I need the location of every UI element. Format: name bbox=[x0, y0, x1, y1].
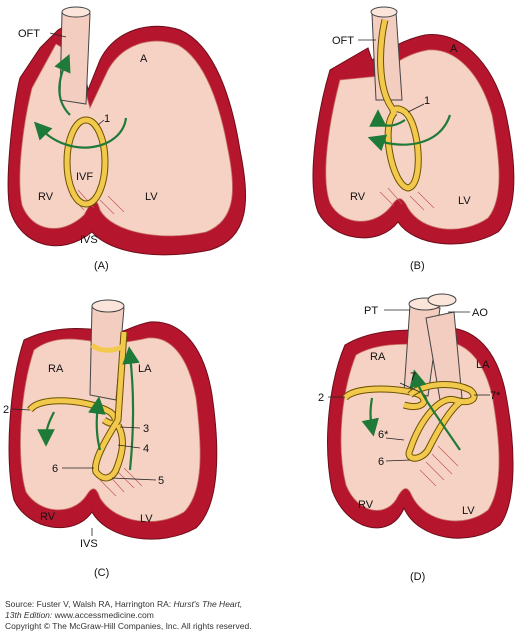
flow-arrow bbox=[37, 411, 55, 447]
source-url: www.accessmedicine.com bbox=[52, 610, 154, 620]
label-ao: AO bbox=[472, 307, 488, 319]
source-line-1: Source: Fuster V, Walsh RA, Harrington R… bbox=[5, 599, 515, 610]
label-1: 1 bbox=[424, 95, 430, 107]
label-a: A bbox=[140, 53, 148, 65]
source-line-2: 13th Edition: www.accessmedicine.com bbox=[5, 610, 515, 621]
label-lv: LV bbox=[140, 513, 153, 525]
label-ivf: IVF bbox=[76, 171, 93, 183]
flow-arrow bbox=[409, 369, 461, 451]
flow-arrow bbox=[122, 346, 140, 471]
interventricular-septum bbox=[379, 187, 435, 211]
label-ivs: IVS bbox=[80, 538, 98, 550]
panel-d: PT AO RA LA 2 7 7* 6* 6 RV LV (D) bbox=[318, 293, 514, 583]
label-7-star: 7* bbox=[490, 390, 501, 402]
label-a: A bbox=[450, 43, 458, 55]
source-edition: 13th Edition: bbox=[5, 610, 53, 620]
label-6: 6 bbox=[378, 456, 384, 468]
label-ra: RA bbox=[48, 363, 64, 375]
interventricular-septum bbox=[419, 445, 459, 487]
source-title: Hurst's The Heart, bbox=[173, 599, 243, 609]
source-authors: Source: Fuster V, Walsh RA, Harrington R… bbox=[5, 599, 174, 609]
caption-b: (B) bbox=[410, 260, 425, 272]
ring-rim bbox=[90, 342, 126, 353]
flow-arrow bbox=[369, 109, 406, 127]
label-6: 6 bbox=[52, 463, 58, 475]
label-rv: RV bbox=[38, 191, 54, 203]
caption-c: (C) bbox=[94, 567, 109, 579]
label-2: 2 bbox=[3, 404, 9, 416]
panel-b: OFT A 1 RV LV (B) bbox=[312, 6, 515, 272]
label-2: 2 bbox=[318, 392, 324, 404]
heart-cavity bbox=[325, 49, 500, 230]
flow-arrow bbox=[361, 397, 379, 437]
label-lv: LV bbox=[145, 191, 158, 203]
label-ra: RA bbox=[370, 351, 386, 363]
flow-arrow bbox=[88, 396, 106, 451]
panel-c: RA LA 2 3 4 6 5 RV LV IVS (C) bbox=[3, 299, 218, 579]
outflow-tract bbox=[59, 6, 91, 105]
label-pt: PT bbox=[364, 305, 378, 317]
copyright: Copyright © The McGraw-Hill Companies, I… bbox=[5, 621, 252, 631]
label-1: 1 bbox=[104, 113, 110, 125]
label-rv: RV bbox=[40, 511, 56, 523]
flow-arrow bbox=[33, 117, 128, 149]
label-7: 7 bbox=[410, 371, 416, 383]
label-lv: LV bbox=[462, 505, 475, 517]
caption-d: (D) bbox=[410, 571, 425, 583]
label-4: 4 bbox=[143, 443, 149, 455]
label-ivs: IVS bbox=[80, 234, 98, 246]
label-rv: RV bbox=[350, 191, 366, 203]
label-oft: OFT bbox=[332, 35, 354, 47]
label-la: LA bbox=[138, 363, 152, 375]
label-lv: LV bbox=[458, 195, 471, 207]
label-3: 3 bbox=[143, 423, 149, 435]
label-rv: RV bbox=[358, 499, 374, 511]
panel-a: OFT A 1 IVF RV LV IVS (A) bbox=[7, 6, 247, 272]
caption-a: (A) bbox=[94, 260, 109, 272]
outflow-tract bbox=[89, 299, 125, 401]
flow-arrow bbox=[367, 114, 452, 152]
label-6-star: 6* bbox=[378, 429, 389, 441]
flow-arrow bbox=[54, 53, 71, 116]
label-la: LA bbox=[476, 359, 490, 371]
label-oft: OFT bbox=[18, 28, 40, 40]
source-credit: Source: Fuster V, Walsh RA, Harrington R… bbox=[5, 599, 515, 632]
label-5: 5 bbox=[158, 475, 164, 487]
heart-development-figure: OFT A 1 IVF RV LV IVS (A) OFT A 1 RV LV bbox=[3, 6, 515, 583]
